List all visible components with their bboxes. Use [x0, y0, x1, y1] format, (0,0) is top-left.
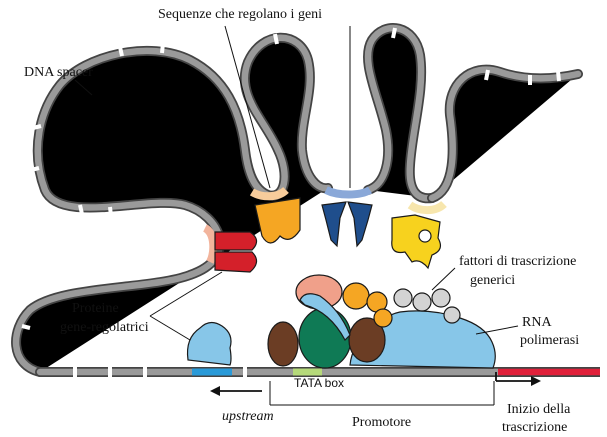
label-sequenze: Sequenze che regolano i geni: [158, 7, 322, 22]
blue-regulatory-protein: [322, 202, 372, 246]
label-dna-spacer: DNA spacer: [24, 65, 93, 80]
red-regulatory-protein: [215, 232, 257, 272]
reg-site-salmon: [205, 228, 213, 262]
label-promotore: Promotore: [352, 415, 411, 430]
label-fattori-2: generici: [470, 273, 515, 288]
label-inizio-2: trascrizione: [502, 420, 567, 435]
label-inizio-1: Inizio della: [507, 402, 571, 417]
reg-site-blue: [326, 190, 370, 195]
orange-regulatory-protein: [255, 198, 300, 243]
label-rna: RNA: [522, 315, 552, 330]
light-blue-protein-upstream: [188, 322, 232, 365]
label-fattori-1: fattori di trascrizione: [459, 254, 576, 269]
upstream-arrow: [210, 386, 262, 396]
yellow-regulatory-protein: [392, 215, 441, 268]
reg-site-yellow: [410, 204, 444, 210]
label-polimerasi: polimerasi: [520, 333, 579, 348]
label-proteine-2: gene-regolatrici: [60, 320, 149, 335]
label-tata-box: TATA box: [294, 376, 344, 390]
label-upstream: upstream: [222, 409, 274, 424]
label-proteine-1: Proteine: [72, 301, 119, 316]
